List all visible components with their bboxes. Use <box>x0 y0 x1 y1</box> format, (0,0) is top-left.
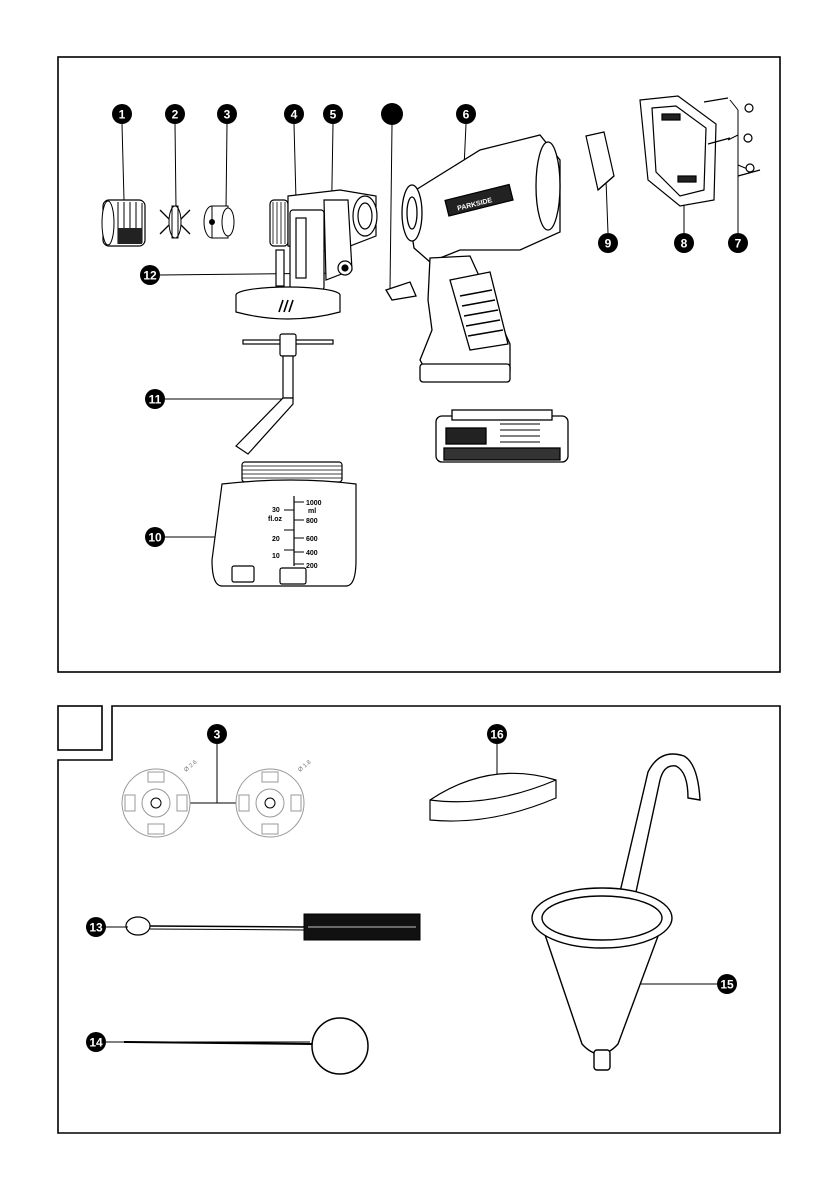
svg-text:13: 13 <box>89 921 103 935</box>
motor-unit-part-6 <box>386 135 560 382</box>
scale-oz-30: 30 <box>272 507 280 514</box>
nozzle-right-dim: Ø 1.8 <box>297 759 313 773</box>
svg-text:3: 3 <box>214 728 221 742</box>
nozzle-left-dim: Ø 2.6 <box>183 759 199 773</box>
svg-text:12: 12 <box>143 269 157 283</box>
scale-600: 600 <box>306 536 318 543</box>
figure-b-marker <box>58 706 102 750</box>
svg-text:5: 5 <box>330 108 337 122</box>
cleaning-needle-part-14 <box>124 1018 368 1074</box>
scale-800: 800 <box>306 518 318 525</box>
badge-7: 7 <box>728 233 748 253</box>
scale-oz-20: 20 <box>272 536 280 543</box>
svg-text:9: 9 <box>605 237 612 251</box>
viscometer-cup-part-15 <box>532 754 700 1070</box>
filter-pad-part-16 <box>430 773 556 821</box>
badge-12: 12 <box>140 265 160 285</box>
cleaning-brush-part-13 <box>126 914 420 940</box>
badge-2: 2 <box>165 104 185 124</box>
badge-11: 11 <box>145 389 165 409</box>
badge-14: 14 <box>86 1032 106 1052</box>
air-cap-part-2 <box>160 206 190 238</box>
front-housing-part-4 <box>236 190 377 319</box>
scale-oz-10: 10 <box>272 553 280 560</box>
badge-4: 4 <box>284 104 304 124</box>
figure-a-marker <box>381 103 403 125</box>
riser-tube-part-11 <box>236 334 333 454</box>
svg-text:2: 2 <box>172 108 179 122</box>
battery-pack <box>436 410 568 462</box>
svg-text:4: 4 <box>291 108 298 122</box>
badge-15: 15 <box>717 974 737 994</box>
badge-10: 10 <box>145 527 165 547</box>
svg-text:11: 11 <box>149 393 162 407</box>
svg-text:16: 16 <box>490 728 504 742</box>
badge-1: 1 <box>112 104 132 124</box>
badge-6: 6 <box>456 104 476 124</box>
badge-9: 9 <box>598 233 618 253</box>
badge-13: 13 <box>86 917 106 937</box>
scale-400: 400 <box>306 550 318 557</box>
nozzle-left <box>122 769 190 837</box>
badge-3: 3 <box>217 104 237 124</box>
svg-text:15: 15 <box>720 978 734 992</box>
scale-oz-unit: fl.oz <box>268 516 282 523</box>
svg-text:14: 14 <box>89 1036 103 1050</box>
badge-b-3: 3 <box>207 724 227 744</box>
scale-1000: 1000 <box>306 500 322 507</box>
svg-text:10: 10 <box>148 531 162 545</box>
badge-16: 16 <box>487 724 507 744</box>
scale-200: 200 <box>306 563 318 570</box>
container-part-10 <box>212 462 356 586</box>
nut-part-1 <box>102 200 145 246</box>
svg-text:3: 3 <box>224 108 231 122</box>
nozzle-part-3 <box>204 206 234 238</box>
filter-part-9 <box>586 132 614 190</box>
svg-text:1: 1 <box>119 108 126 122</box>
badge-8: 8 <box>674 233 694 253</box>
svg-text:8: 8 <box>681 237 688 251</box>
filter-cover-part-8 <box>640 96 716 206</box>
svg-text:6: 6 <box>463 108 470 122</box>
scale-ml: ml <box>308 508 316 515</box>
nozzle-right <box>236 769 304 837</box>
svg-text:7: 7 <box>735 237 742 251</box>
badge-5: 5 <box>323 104 343 124</box>
